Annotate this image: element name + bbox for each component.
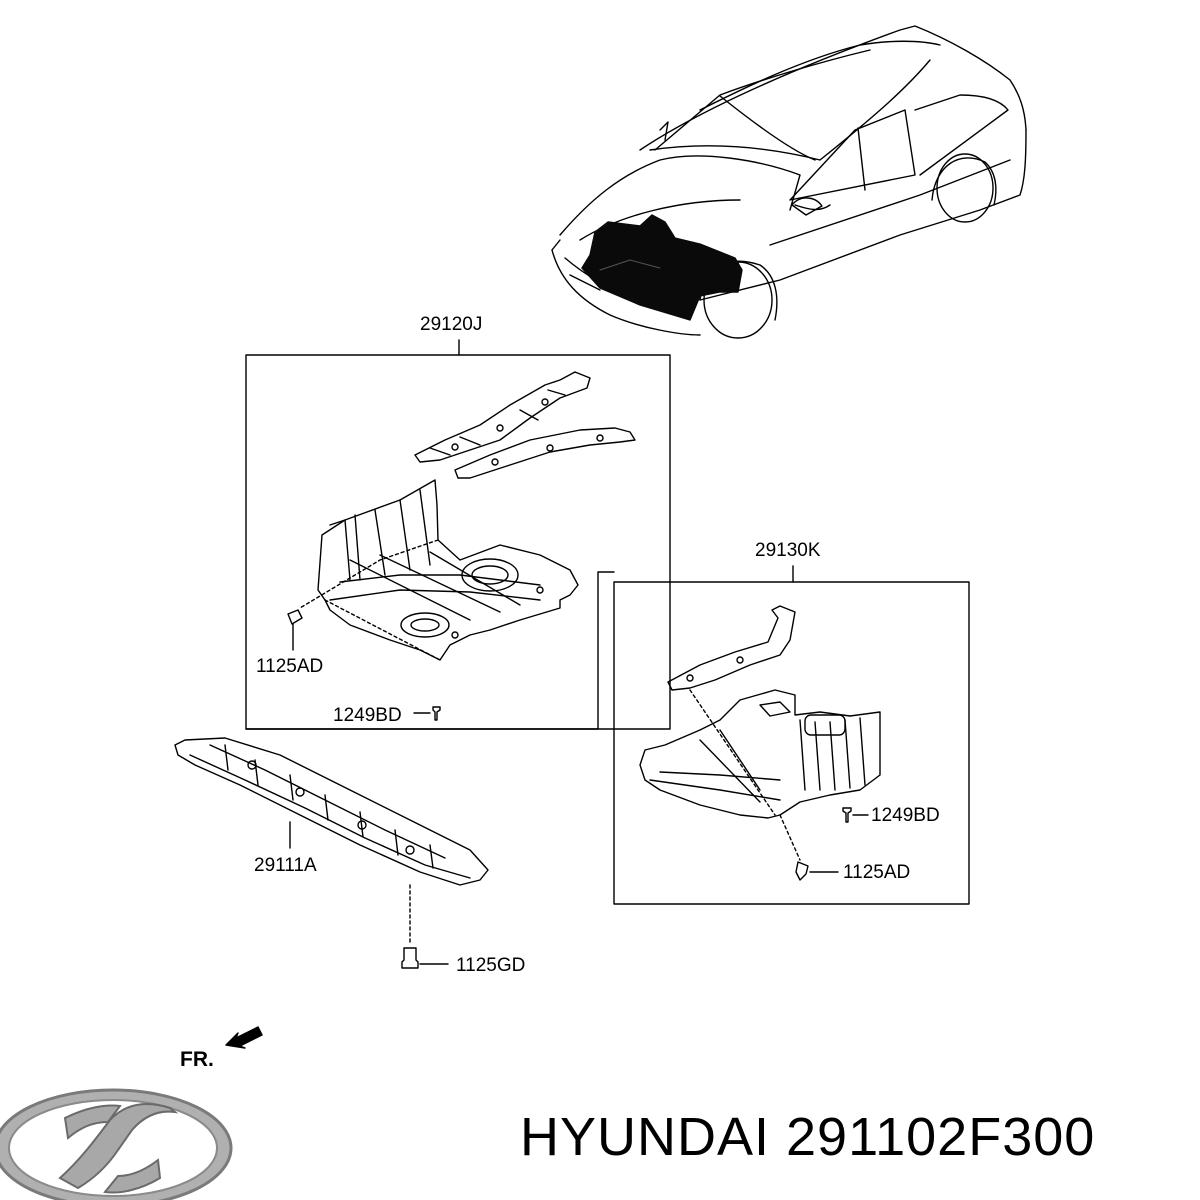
rail-right bbox=[667, 605, 796, 691]
bolt-bottom bbox=[401, 884, 449, 969]
label-1125AD-right: 1125AD bbox=[843, 862, 911, 883]
front-direction-label: FR. bbox=[180, 1048, 214, 1071]
rail-upper bbox=[414, 371, 591, 463]
label-1125GD: 1125GD bbox=[456, 955, 526, 976]
bolt-left bbox=[287, 609, 303, 651]
brand-part-title: HYUNDAI 291102F300 bbox=[520, 1107, 1096, 1167]
car-outline bbox=[551, 25, 1027, 339]
label-29130K: 29130K bbox=[755, 540, 821, 561]
bolt-right bbox=[795, 861, 839, 881]
front-arrow-icon bbox=[225, 1026, 263, 1049]
undercover-highlight bbox=[581, 214, 743, 321]
assy-box-right bbox=[245, 565, 970, 905]
undercover-right bbox=[639, 689, 881, 861]
hyundai-logo bbox=[0, 1088, 233, 1200]
label-29111A: 29111A bbox=[254, 855, 317, 876]
label-1249BD-left: 1249BD bbox=[333, 705, 402, 726]
label-1125AD-left: 1125AD bbox=[256, 656, 324, 677]
front-panel bbox=[174, 737, 489, 886]
label-29120J: 29120J bbox=[420, 314, 483, 335]
clip-right bbox=[842, 807, 869, 823]
clip-left bbox=[413, 706, 441, 721]
label-1249BD-right: 1249BD bbox=[871, 805, 940, 826]
rail-lower bbox=[454, 427, 636, 479]
undercover-main bbox=[299, 479, 579, 661]
